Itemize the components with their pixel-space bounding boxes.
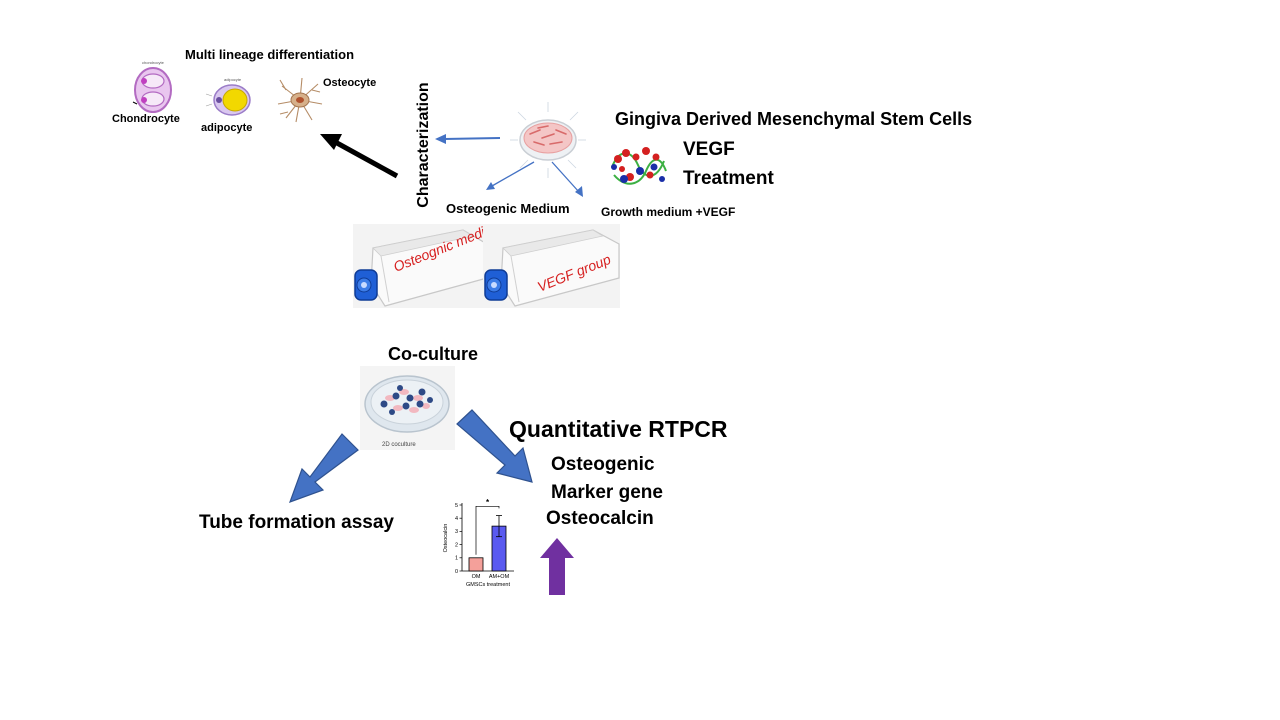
osteogenic-label: Osteogenic bbox=[551, 454, 655, 475]
coculture-label: Co-culture bbox=[388, 344, 478, 364]
y-tick-label: 1 bbox=[455, 556, 458, 562]
adipocyte-label: adipocyte bbox=[201, 122, 253, 134]
vegf-protein-icon bbox=[611, 147, 667, 185]
x-tick-label: AM+OM bbox=[489, 574, 510, 580]
qrtpcr-label: Quantitative RTPCR bbox=[509, 416, 728, 442]
gmsc-petri-dish-icon bbox=[510, 102, 586, 178]
vegf-label: VEGF bbox=[683, 139, 735, 160]
arrow-to-tube-formation bbox=[288, 433, 359, 504]
x-tick-label: OM bbox=[472, 574, 481, 580]
y-tick-label: 5 bbox=[455, 503, 458, 509]
tube-formation-label: Tube formation assay bbox=[199, 512, 394, 533]
chondrocyte-small-label: chondrocyte bbox=[142, 60, 165, 65]
bar-om bbox=[468, 557, 484, 572]
multi-lineage-title: Multi lineage differentiation bbox=[185, 47, 355, 62]
treatment-label: Treatment bbox=[683, 168, 774, 189]
flask-osteogenic: Osteognic medium bbox=[353, 224, 488, 308]
osteocalcin-bar-chart: 0 1 2 3 4 5OM AM+OM * GMSCs treatment Osteocalcin bbox=[443, 498, 514, 588]
significance-label: * bbox=[486, 498, 490, 507]
chondrocyte-label: Chondrocyte bbox=[112, 113, 180, 125]
x-axis-label: GMSCs treatment bbox=[466, 582, 510, 588]
y-tick-label: 4 bbox=[455, 516, 458, 522]
flask-vegf: VEGF group bbox=[483, 224, 620, 308]
y-tick-label: 2 bbox=[455, 542, 458, 548]
y-axis-label: Osteocalcin bbox=[443, 524, 449, 553]
y-tick-label: 0 bbox=[455, 569, 458, 575]
up-arrow-icon bbox=[540, 538, 574, 595]
osteogenic-medium-label: Osteogenic Medium bbox=[446, 201, 570, 216]
coculture-dish: 2D coculture bbox=[360, 366, 455, 450]
significance-bracket bbox=[475, 505, 500, 555]
osteocyte-illustration bbox=[277, 77, 323, 123]
arrow-to-rtpcr bbox=[456, 409, 533, 483]
chondrocyte-illustration: chondrocyte bbox=[132, 60, 172, 113]
y-tick-label: 3 bbox=[455, 529, 458, 535]
growth-medium-label: Growth medium +VEGF bbox=[601, 205, 736, 219]
osteocyte-label: Osteocyte bbox=[323, 77, 377, 89]
adipocyte-illustration: adipocyte bbox=[205, 77, 251, 116]
marker-gene-label: Marker gene bbox=[551, 482, 663, 503]
gmsc-title: Gingiva Derived Mesenchymal Stem Cells bbox=[615, 109, 973, 129]
coculture-small-label: 2D coculture bbox=[382, 442, 416, 448]
adipocyte-small-label: adipocyte bbox=[224, 77, 242, 82]
osteocalcin-label: Osteocalcin bbox=[546, 508, 654, 529]
